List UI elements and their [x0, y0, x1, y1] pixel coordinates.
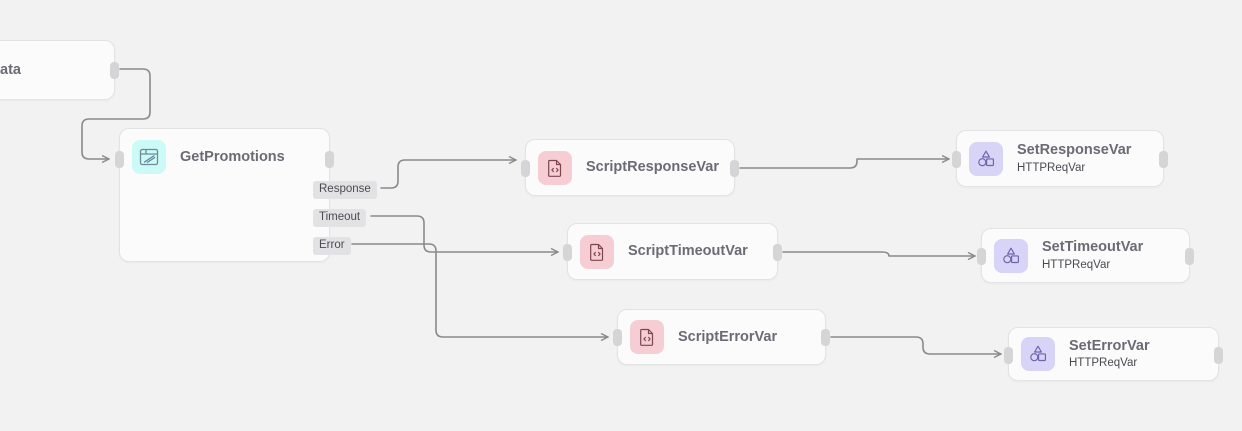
input-port[interactable] — [1004, 347, 1013, 364]
node-get-promotions[interactable]: GetPromotions — [115, 128, 334, 262]
code-file-icon — [630, 320, 664, 354]
node-capture-data[interactable]: ureData — [0, 40, 119, 100]
node-title: SetTimeoutVar — [1042, 239, 1144, 256]
edge-timeout-to-scripttimeoutvar — [370, 215, 559, 256]
node-title: ScriptResponseVar — [586, 159, 719, 176]
node-title: ureData — [0, 61, 21, 78]
output-port[interactable] — [325, 151, 334, 168]
input-port[interactable] — [521, 160, 530, 177]
branch-label-timeout[interactable]: Timeout — [313, 209, 367, 227]
output-port[interactable] — [730, 160, 739, 177]
output-port[interactable] — [1214, 347, 1223, 364]
node-set-error-var[interactable]: SetErrorVar HTTPReqVar — [1004, 327, 1223, 381]
node-title: SetErrorVar — [1069, 337, 1150, 354]
output-port[interactable] — [1159, 151, 1168, 168]
node-set-response-var[interactable]: SetResponseVar HTTPReqVar — [952, 130, 1168, 187]
node-title: ScriptTimeoutVar — [628, 243, 748, 260]
node-subtitle: HTTPReqVar — [1042, 258, 1111, 271]
node-set-timeout-var[interactable]: SetTimeoutVar HTTPReqVar — [977, 228, 1194, 283]
input-port[interactable] — [563, 244, 572, 261]
branch-label-response[interactable]: Response — [313, 181, 377, 199]
node-script-response-var[interactable]: ScriptResponseVar — [521, 139, 739, 196]
shapes-icon — [969, 141, 1003, 176]
output-port[interactable] — [110, 62, 119, 79]
node-title: GetPromotions — [180, 148, 285, 165]
code-file-icon — [538, 150, 572, 185]
node-script-error-var[interactable]: ScriptErrorVar — [613, 309, 830, 365]
window-icon — [132, 140, 166, 174]
edge-scriptresponsevar-to-setresponsevar — [739, 155, 950, 169]
code-file-icon — [580, 234, 614, 269]
output-port[interactable] — [773, 244, 782, 261]
node-title: ScriptErrorVar — [678, 328, 778, 345]
edge-scripttimeoutvar-to-settimeoutvar — [782, 251, 976, 260]
input-port[interactable] — [977, 248, 986, 265]
node-script-timeout-var[interactable]: ScriptTimeoutVar — [563, 223, 782, 280]
input-port[interactable] — [115, 151, 124, 168]
shapes-icon — [1021, 337, 1055, 371]
edge-response-to-scriptresponsevar — [380, 156, 517, 189]
input-port[interactable] — [613, 329, 622, 346]
node-title: SetResponseVar — [1017, 142, 1132, 159]
branch-label-error[interactable]: Error — [313, 237, 351, 255]
input-port[interactable] — [952, 151, 961, 168]
output-port[interactable] — [821, 329, 830, 346]
shapes-icon — [994, 238, 1028, 273]
node-subtitle: HTTPReqVar — [1069, 357, 1138, 370]
edge-scripterrorvar-to-seterrorvar — [830, 336, 1002, 358]
node-subtitle: HTTPReqVar — [1017, 161, 1086, 174]
output-port[interactable] — [1185, 248, 1194, 265]
